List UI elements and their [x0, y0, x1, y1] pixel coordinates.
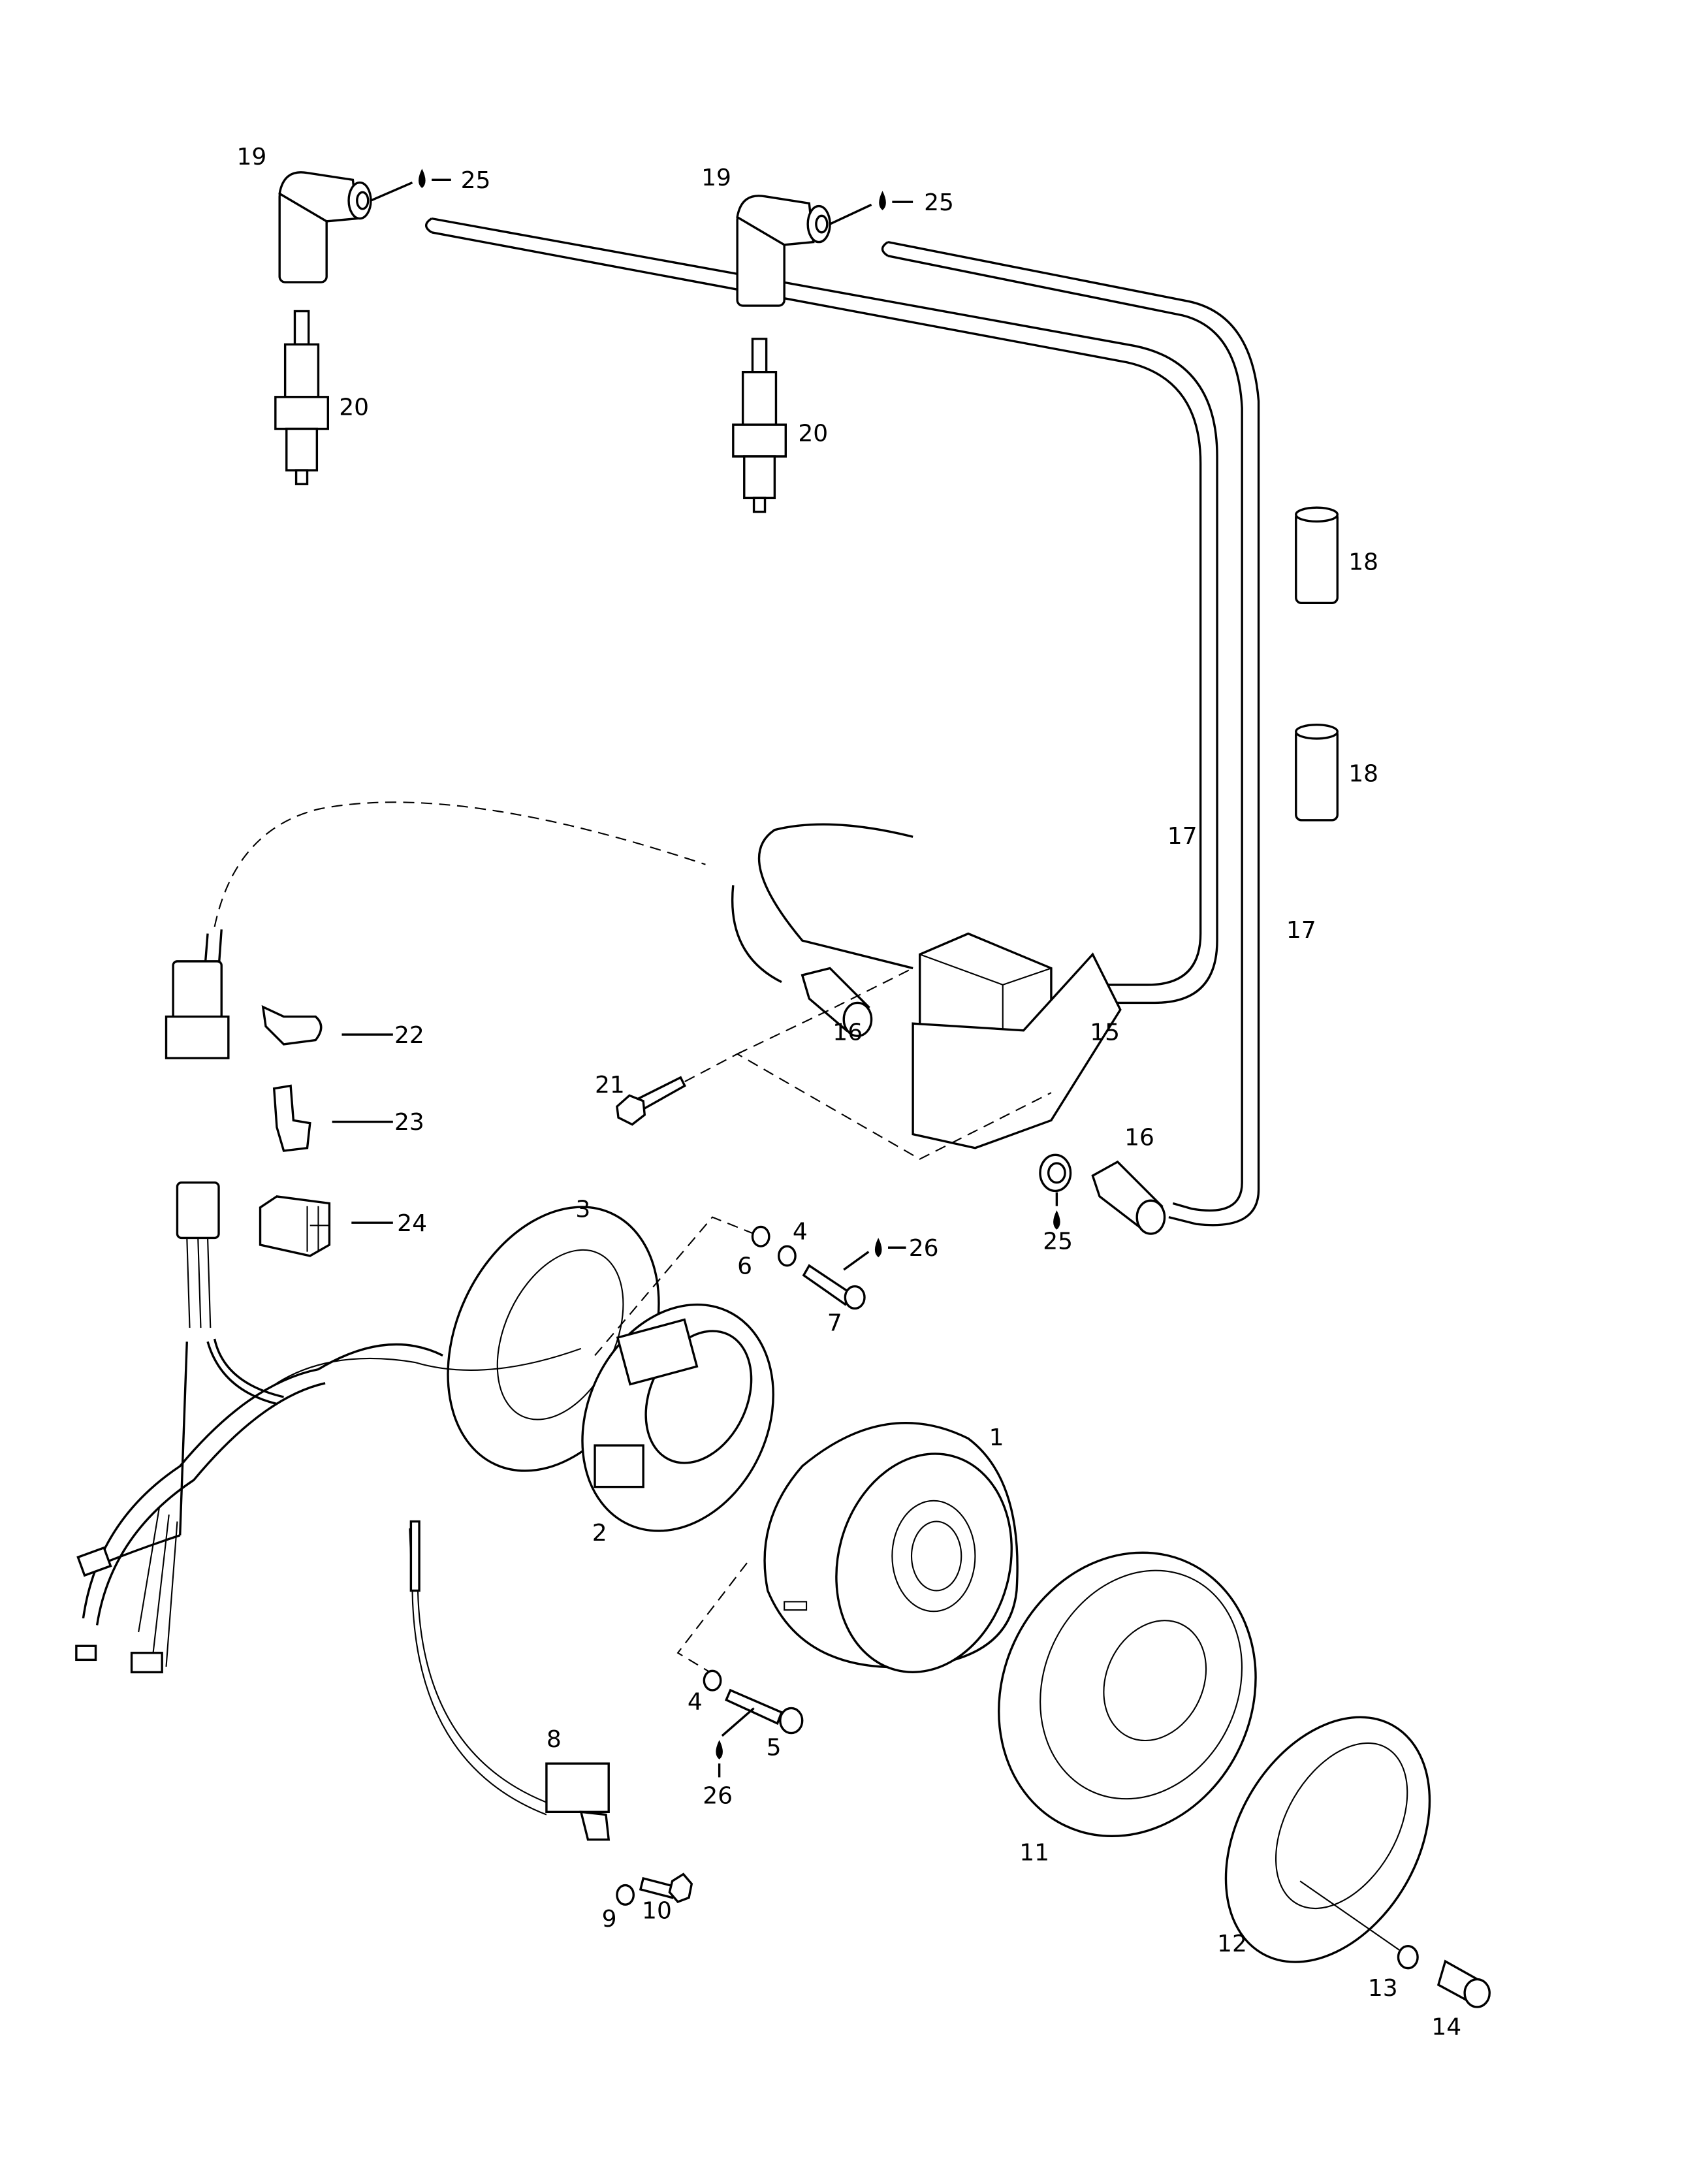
ignition-wire-17-right: [881, 240, 1260, 1227]
callout-17b: 17: [1286, 917, 1316, 944]
callout-16b: 16: [1124, 1125, 1154, 1151]
callout-18b: 18: [1348, 761, 1378, 788]
callout-8: 8: [547, 1726, 562, 1753]
callout-15: 15: [1090, 1020, 1120, 1046]
callout-11: 11: [1019, 1839, 1049, 1866]
callout-9: 9: [602, 1906, 617, 1933]
callout-24: 24: [397, 1210, 427, 1237]
ignition-coil: [912, 932, 1122, 1193]
callout-12: 12: [1217, 1931, 1247, 1957]
stator-wire: [276, 1347, 582, 1384]
lubricant-icon-26a: [843, 1238, 906, 1271]
callout-20a: 20: [339, 394, 369, 421]
lubricant-icon-25a: [370, 169, 451, 202]
callout-4a: 4: [793, 1219, 808, 1245]
callout-10: 10: [642, 1897, 672, 1924]
callout-19a: 19: [237, 144, 267, 170]
callout-7: 7: [827, 1309, 842, 1336]
callout-14: 14: [1431, 2014, 1461, 2040]
callout-2: 2: [592, 1520, 607, 1547]
coil-wire-loop: [757, 823, 913, 970]
callout-18a: 18: [1348, 549, 1378, 576]
lubricant-icon-25c: [1053, 1192, 1060, 1230]
callout-16a: 16: [833, 1020, 863, 1046]
wiring-harness: [75, 801, 706, 1674]
sleeve-upper: [1295, 506, 1339, 605]
screw-7: [802, 1264, 866, 1310]
callout-25b: 25: [924, 189, 954, 216]
boot-lower: [1091, 1160, 1166, 1235]
washer-9: [616, 1884, 635, 1906]
callout-19b: 19: [701, 165, 731, 191]
callout-23: 23: [394, 1109, 424, 1136]
starting-pulley-11: [998, 1551, 1257, 1838]
callout-22: 22: [394, 1022, 424, 1049]
sleeve-lower: [1295, 724, 1339, 822]
lock-washer-4-lower: [703, 1669, 722, 1692]
callout-25c: 25: [1043, 1228, 1073, 1255]
spark-plug-cap-right: [736, 195, 831, 307]
terminal-22: [261, 1004, 323, 1046]
screw-5: [725, 1688, 804, 1735]
washer-6: [751, 1225, 770, 1247]
lubricant-icon-26b: [716, 1707, 755, 1778]
trigger-coil: [409, 1520, 611, 1841]
spark-plug-left: [274, 310, 329, 485]
leader-stator-screws: [594, 1216, 754, 1675]
callout-6: 6: [737, 1253, 752, 1279]
callout-20b: 20: [798, 421, 828, 447]
spark-plug-cap-left: [278, 171, 372, 283]
lubricant-icon-25b: [829, 191, 913, 225]
callout-21: 21: [595, 1072, 625, 1099]
clip-23: [272, 1084, 311, 1152]
flywheel: [763, 1422, 1019, 1673]
stator: [581, 1303, 774, 1532]
leader-12: [1299, 1880, 1401, 1951]
starter-cup-12: [1224, 1716, 1431, 1963]
callout-26b: 26: [703, 1783, 733, 1810]
spark-plug-right: [732, 338, 787, 513]
lock-washer-13: [1397, 1945, 1419, 1970]
screw-21: [616, 1076, 686, 1126]
callout-5: 5: [767, 1734, 782, 1761]
leader-21: [684, 967, 1052, 1160]
screw-10: [639, 1872, 693, 1903]
boot-upper: [801, 967, 873, 1037]
ignition-wire-17-left: [424, 217, 1218, 1004]
lock-washer-4-upper: [778, 1245, 797, 1267]
callout-25a: 25: [461, 167, 491, 194]
callout-4b: 4: [688, 1689, 703, 1716]
connector-housing-24: [259, 1195, 331, 1257]
callout-26a: 26: [909, 1235, 939, 1262]
callout-1: 1: [989, 1424, 1004, 1451]
callout-3: 3: [575, 1196, 590, 1223]
coil-wire-end: [731, 885, 782, 984]
callout-13: 13: [1368, 1975, 1398, 2002]
callout-17a: 17: [1167, 823, 1198, 850]
nut-14: [1436, 1959, 1491, 2008]
